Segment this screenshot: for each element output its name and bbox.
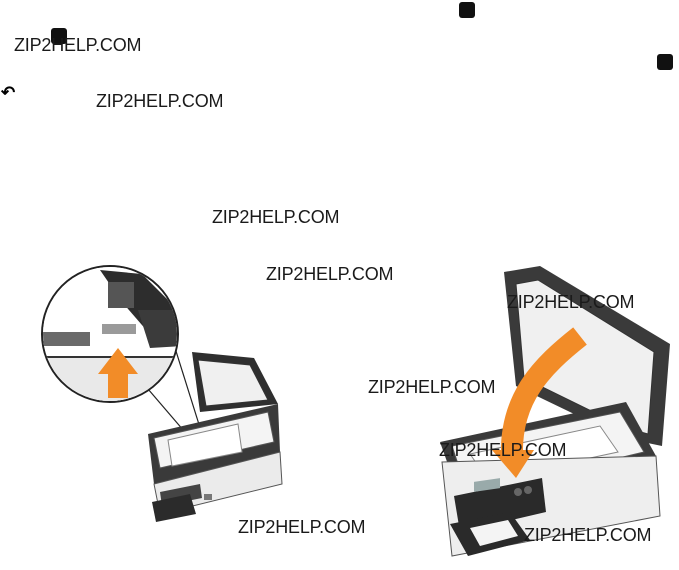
orange-up-arrow (98, 348, 138, 398)
orange-close-arrow (500, 327, 587, 457)
watermark-1: ZIP2HELP.COM (14, 35, 142, 55)
watermark-9: ZIP2HELP.COM (524, 525, 652, 545)
watermark-4: ZIP2HELP.COM (266, 264, 394, 284)
start-key-icon-2 (459, 2, 475, 18)
watermark-5: ZIP2HELP.COM (507, 292, 635, 312)
watermark-6: ZIP2HELP.COM (368, 377, 496, 397)
start-key-icon-3 (657, 54, 673, 70)
start-key-icon (51, 28, 67, 44)
watermark-2: ZIP2HELP.COM (96, 91, 224, 111)
back-arrow-icon: ↶ (1, 83, 16, 102)
watermark-3: ZIP2HELP.COM (212, 207, 340, 227)
watermark-8: ZIP2HELP.COM (238, 517, 366, 537)
left-printer-illustration (41, 265, 283, 522)
watermark-7: ZIP2HELP.COM (439, 440, 567, 460)
right-printer-illustration (440, 266, 670, 557)
